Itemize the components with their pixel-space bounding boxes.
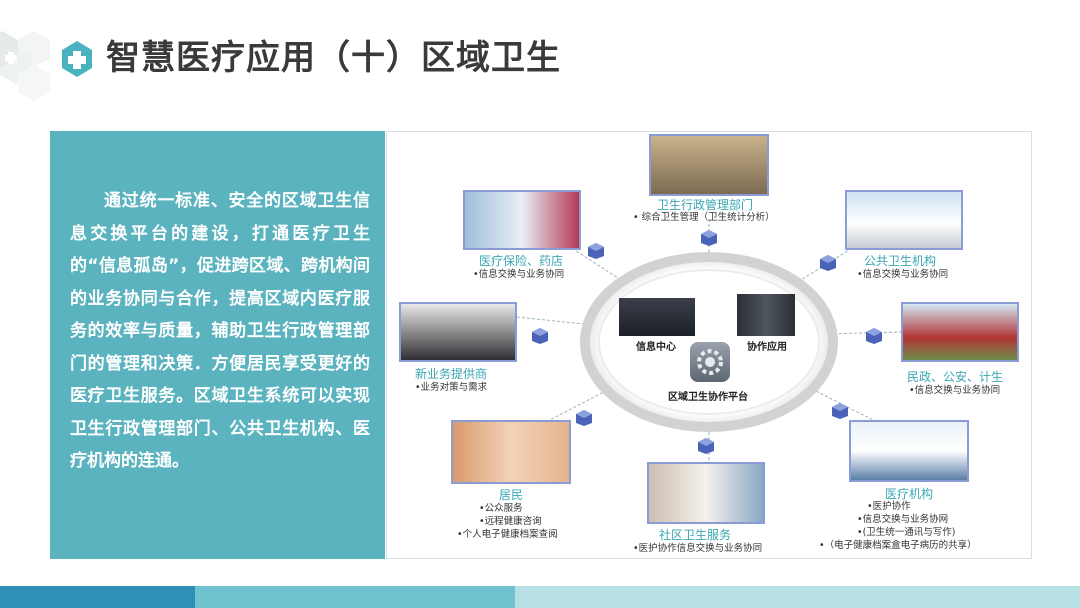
insurance-label: 医疗保险、药店 bbox=[479, 252, 563, 269]
server-icon bbox=[575, 409, 593, 427]
info-center-photo bbox=[619, 298, 695, 336]
page-title: 智慧医疗应用（十）区域卫生 bbox=[106, 30, 561, 79]
server-icon bbox=[700, 229, 718, 247]
footer-bar bbox=[0, 586, 1080, 608]
new-business-label: 新业务提供商 bbox=[415, 365, 487, 382]
public-health-sub: •信息交换与业务协同 bbox=[857, 268, 948, 281]
civil-label: 民政、公安、计生 bbox=[907, 368, 1003, 385]
resident-sub-3: •个人电子健康档案查阅 bbox=[457, 528, 558, 541]
server-icon bbox=[831, 402, 849, 420]
medical-sub-3: •(卫生统一通讯与写作) bbox=[857, 526, 956, 539]
server-icon bbox=[531, 327, 549, 345]
info-center-label: 信息中心 bbox=[636, 338, 676, 353]
insurance-sub: •信息交换与业务协同 bbox=[473, 268, 564, 281]
medical-sub-2: •信息交换与业务协网 bbox=[857, 513, 948, 526]
medical-sub-4: •（电子健康档案盒电子病历的共享） bbox=[819, 539, 977, 552]
new-business-photo bbox=[399, 302, 517, 362]
insurance-photo bbox=[463, 190, 581, 250]
community-label: 社区卫生服务 bbox=[659, 526, 731, 543]
resident-photo bbox=[451, 420, 571, 484]
medical-sub-1: •医护协作 bbox=[867, 500, 911, 513]
collab-label: 协作应用 bbox=[747, 338, 787, 353]
collab-photo bbox=[737, 294, 795, 336]
regional-health-diagram: 信息中心 协作应用 区域卫生协作平台 卫生行政管理部门 • 综合卫生管理（卫生统… bbox=[386, 131, 1032, 559]
server-icon bbox=[697, 437, 715, 455]
community-photo bbox=[647, 462, 765, 524]
new-business-sub: •业务对策与需求 bbox=[415, 381, 487, 394]
gear-icon bbox=[690, 342, 730, 382]
server-icon bbox=[587, 242, 605, 260]
description-panel: 通过统一标准、安全的区域卫生信息交换平台的建设，打通医疗卫生的“信息孤岛”，促进… bbox=[50, 131, 385, 559]
resident-sub-2: •远程健康咨询 bbox=[479, 515, 542, 528]
server-icon bbox=[865, 327, 883, 345]
description-text: 通过统一标准、安全的区域卫生信息交换平台的建设，打通医疗卫生的“信息孤岛”，促进… bbox=[70, 185, 370, 478]
footer-segment bbox=[0, 586, 195, 608]
admin-photo bbox=[649, 134, 769, 196]
public-health-label: 公共卫生机构 bbox=[864, 252, 936, 269]
footer-segment bbox=[515, 586, 1080, 608]
civil-sub: •信息交换与业务协同 bbox=[909, 384, 1000, 397]
resident-sub-1: •公众服务 bbox=[479, 502, 523, 515]
footer-segment bbox=[195, 586, 515, 608]
platform-label: 区域卫生协作平台 bbox=[668, 388, 748, 403]
server-icon bbox=[819, 254, 837, 272]
community-sub: •医护协作信息交换与业务协同 bbox=[633, 542, 762, 555]
resident-label: 居民 bbox=[499, 486, 523, 503]
admin-sub: • 综合卫生管理（卫生统计分析） bbox=[633, 211, 775, 224]
public-health-photo bbox=[845, 190, 963, 250]
civil-photo bbox=[901, 302, 1019, 362]
medical-photo bbox=[849, 420, 969, 482]
hexagon-logo bbox=[0, 12, 100, 102]
